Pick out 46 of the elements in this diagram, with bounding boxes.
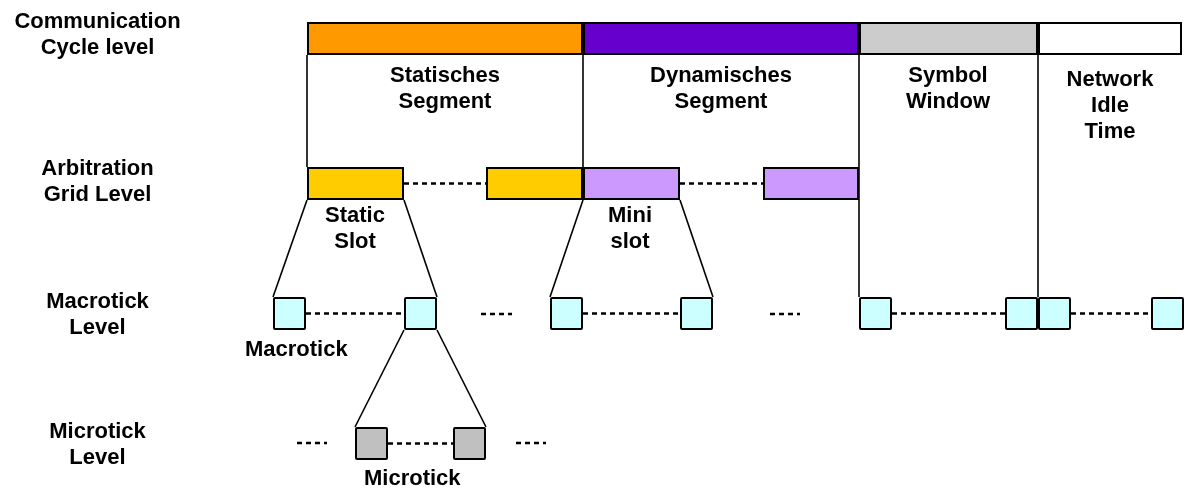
segment-label: Network Idle Time [1065,66,1155,144]
macrotick-box [1151,297,1184,330]
connector-line [403,199,438,298]
slot-label: Mini slot [607,202,653,254]
dashed-connector [680,182,763,185]
connector-line [306,54,308,168]
slot-bar [486,167,583,200]
connector-line [1037,54,1039,298]
dashed-connector [1071,312,1151,315]
macrotick-box [550,297,583,330]
connector-line [858,54,860,298]
dashed-connector [306,312,404,315]
connector-line [549,199,584,298]
level-label: Arbitration Grid Level [40,155,155,207]
segment-label: Dynamisches Segment [649,62,793,114]
slot-bar [307,167,404,200]
microtick-label: Microtick [364,465,462,491]
macrotick-box [404,297,437,330]
connector-line [354,329,405,428]
cycle-segment-bar [1038,22,1182,55]
cycle-segment-bar [583,22,859,55]
macrotick-box [680,297,713,330]
dashed-connector [388,442,453,445]
macrotick-label: Macrotick [245,336,349,362]
connector-line [272,199,308,298]
segment-label: Statisches Segment [388,62,502,114]
slot-bar [763,167,859,200]
connector-line [582,54,584,168]
dashed-connector [892,312,1005,315]
level-label: Communication Cycle level [13,8,182,60]
cycle-segment-bar [307,22,583,55]
macrotick-box [1038,297,1071,330]
macrotick-box [859,297,892,330]
connector-line [679,199,714,298]
segment-label: Symbol Window [904,62,992,114]
slot-label: Static Slot [324,202,386,254]
level-label: Macrotick Level [45,288,150,340]
slot-bar [583,167,680,200]
dashed-connector [583,312,680,315]
level-label: Microtick Level [48,418,147,470]
microtick-box [355,427,388,460]
macrotick-box [273,297,306,330]
macrotick-box [1005,297,1038,330]
cycle-segment-bar [859,22,1038,55]
microtick-box [453,427,486,460]
connector-line [436,329,487,428]
